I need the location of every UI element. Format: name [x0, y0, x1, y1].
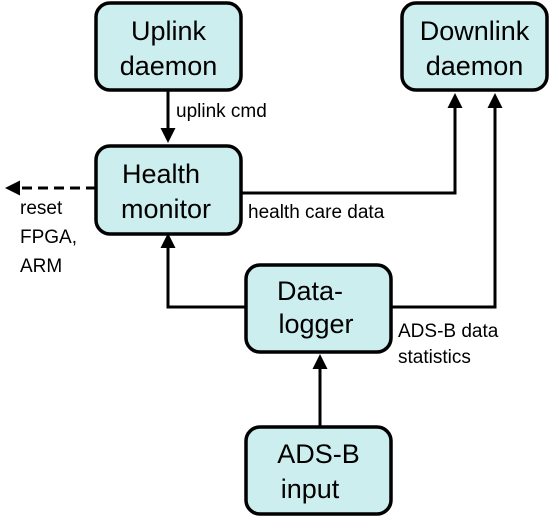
- datalogger-node: Data- logger: [244, 263, 393, 354]
- label-uplink-cmd: uplink cmd: [176, 101, 267, 122]
- uplink-daemon-line2: daemon: [120, 51, 218, 81]
- label-health-care-data: health care data: [248, 202, 385, 223]
- edge-health-to-downlink: [240, 93, 463, 195]
- edge-datalogger-to-downlink: [391, 93, 503, 309]
- datalogger-line2: logger: [278, 309, 353, 339]
- label-arm: ARM: [20, 256, 62, 277]
- downlink-daemon-line2: daemon: [426, 51, 524, 81]
- adsb-input-node: ADS-B input: [244, 425, 393, 516]
- uplink-daemon-node: Uplink daemon: [94, 1, 243, 92]
- label-adsb-data: ADS-B data: [398, 321, 499, 342]
- edge-datalogger-to-health: [160, 233, 246, 309]
- adsb-input-line2: input: [281, 474, 340, 504]
- health-monitor-node: Health monitor: [94, 144, 243, 236]
- downlink-daemon-line1: Downlink: [420, 16, 530, 46]
- health-monitor-line1: Health: [122, 159, 200, 189]
- downlink-daemon-node: Downlink daemon: [400, 1, 549, 92]
- label-fpga: FPGA,: [20, 227, 77, 248]
- label-reset: reset: [20, 198, 63, 219]
- uplink-daemon-line1: Uplink: [131, 16, 207, 46]
- adsb-input-line1: ADS-B: [277, 439, 360, 469]
- label-statistics: statistics: [398, 347, 471, 368]
- datalogger-line1: Data-: [277, 276, 343, 306]
- health-monitor-line2: monitor: [121, 194, 211, 224]
